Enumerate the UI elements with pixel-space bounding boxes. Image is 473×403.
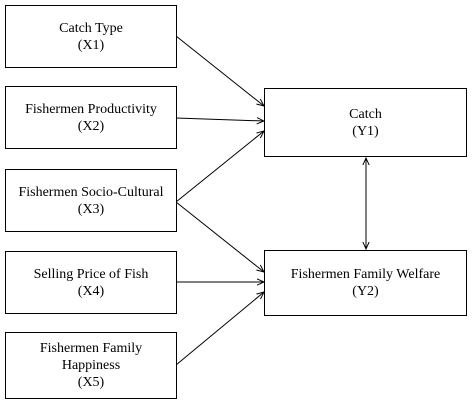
node-x3-label: Fishermen Socio-Cultural bbox=[18, 184, 164, 200]
node-x4-code: (X4) bbox=[77, 283, 105, 299]
node-y2-fishermen-family-welfare: Fishermen Family Welfare (Y2) bbox=[264, 250, 467, 316]
node-x1-catch-type: Catch Type (X1) bbox=[5, 5, 177, 68]
edge-x2-y1 bbox=[175, 118, 264, 121]
node-y2-label: Fishermen Family Welfare bbox=[290, 267, 441, 282]
node-x4-label: Selling Price of Fish bbox=[33, 266, 149, 282]
node-y1-catch: Catch (Y1) bbox=[264, 88, 467, 157]
edge-x3-y2 bbox=[175, 201, 264, 272]
node-x2-label: Fishermen Productivity bbox=[25, 101, 157, 117]
node-x5-code: (X5) bbox=[77, 375, 105, 390]
node-x5-label-line2: Happiness bbox=[61, 358, 121, 373]
node-x2-code: (X2) bbox=[77, 118, 105, 134]
node-x4-selling-price-of-fish: Selling Price of Fish (X4) bbox=[5, 251, 177, 314]
node-x2-fishermen-productivity: Fishermen Productivity (X2) bbox=[5, 86, 177, 149]
node-x5-fishermen-family-happiness: Fishermen Family Happiness (X5) bbox=[5, 332, 177, 399]
edge-x3-y1 bbox=[175, 131, 264, 203]
edge-x1-y1 bbox=[175, 35, 264, 106]
node-x5-label-line1: Fishermen Family bbox=[39, 341, 143, 356]
node-x3-code: (X3) bbox=[77, 201, 105, 217]
node-y2-code: (Y2) bbox=[352, 284, 379, 299]
node-x3-fishermen-socio-cultural: Fishermen Socio-Cultural (X3) bbox=[5, 169, 177, 232]
node-y1-code: (Y1) bbox=[352, 123, 379, 139]
node-y1-label: Catch bbox=[349, 106, 382, 122]
node-x1-label: Catch Type bbox=[59, 20, 123, 36]
edge-x5-y2 bbox=[175, 292, 264, 366]
node-x1-code: (X1) bbox=[77, 37, 105, 53]
